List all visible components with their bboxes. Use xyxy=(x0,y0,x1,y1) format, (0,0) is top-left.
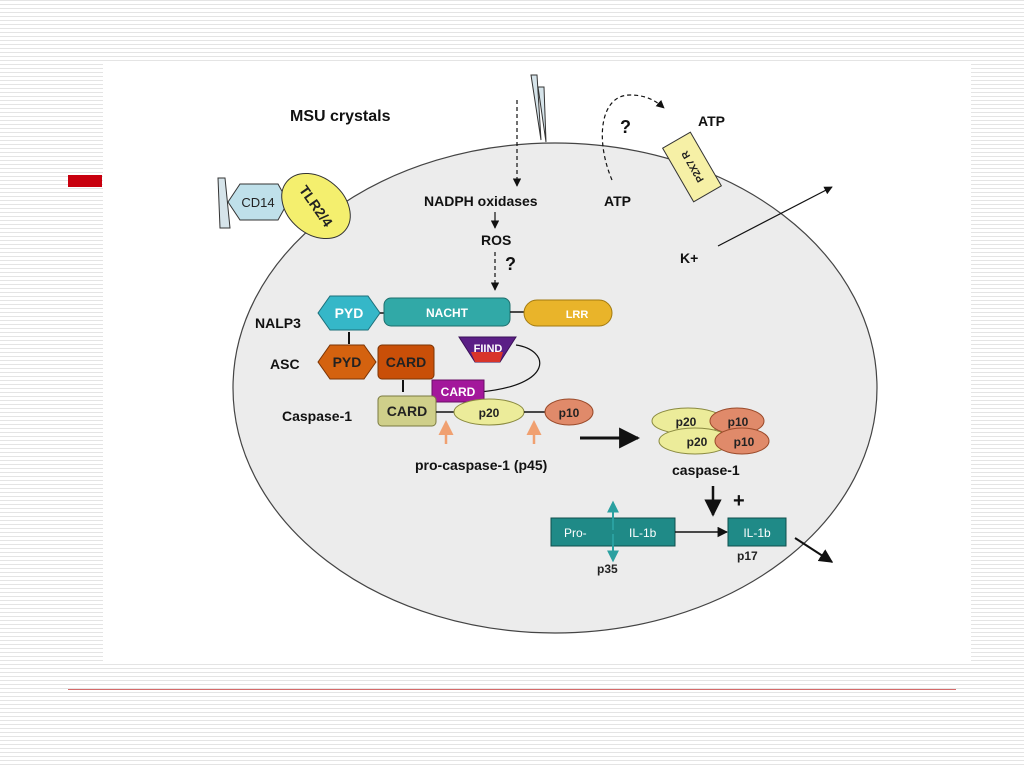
nalp3-card-label: CARD xyxy=(441,385,476,399)
tlr-receptor xyxy=(281,172,351,240)
mature-il1b-protein xyxy=(727,517,787,547)
p2x7-receptor: P2X7 R xyxy=(661,131,723,203)
asc-card-label: CARD xyxy=(386,354,426,370)
il1b-secretion-arrow xyxy=(794,537,834,563)
caspase-card-label: CARD xyxy=(387,403,427,419)
plus-sign: + xyxy=(733,490,745,512)
nalp3-lrr-label: LRR xyxy=(566,309,589,321)
msu-crystal-shard-icon xyxy=(530,74,547,143)
pro-il1b-pro-label: Pro- xyxy=(564,526,587,540)
p35-label: p35 xyxy=(597,562,618,576)
active-p20-top-label: p20 xyxy=(676,415,697,429)
fiind-label: FIIND xyxy=(474,343,503,355)
nalp3-label: NALP3 xyxy=(255,315,301,331)
msu-crystals-title: MSU crystals xyxy=(290,108,391,125)
red-bullet-marker xyxy=(68,175,102,187)
cd14-label: CD14 xyxy=(241,195,274,210)
atp-inside-label: ATP xyxy=(604,193,631,209)
atp-outside-label: ATP xyxy=(698,113,725,129)
active-caspase-label: caspase-1 xyxy=(672,462,740,478)
asc-label: ASC xyxy=(270,356,300,372)
active-p10-bottom xyxy=(714,427,770,455)
nalp3-pyd-label: PYD xyxy=(335,305,364,321)
active-p10-bottom-label: p10 xyxy=(734,435,755,449)
pro-caspase-label: pro-caspase-1 (p45) xyxy=(415,457,547,473)
nalp3-lrr-domain xyxy=(523,299,613,327)
pro-il1b-il-label: IL-1b xyxy=(629,526,657,540)
k-ion-label: K+ xyxy=(680,250,698,266)
nadph-label: NADPH oxidases xyxy=(424,193,538,209)
caspase-p20-label: p20 xyxy=(479,406,500,420)
caspase-card-domain xyxy=(377,395,437,427)
active-caspase-tetramer: p20 p10 p20 p10 xyxy=(651,407,770,455)
caspase-p10-subunit xyxy=(544,398,594,426)
asc-pyd-domain xyxy=(317,344,377,380)
p17-label: p17 xyxy=(737,549,758,563)
caspase-label: Caspase-1 xyxy=(282,408,352,424)
nalp3-card-domain xyxy=(431,379,485,403)
mature-il1b-label: IL-1b xyxy=(743,526,771,540)
active-p10-top-label: p10 xyxy=(728,415,749,429)
asc-pyd-label: PYD xyxy=(333,354,362,370)
caspase-p10-label: p10 xyxy=(559,406,580,420)
nalp3-nacht-label: NACHT xyxy=(426,306,469,320)
ros-question-mark: ? xyxy=(505,254,516,274)
ros-label: ROS xyxy=(481,232,511,248)
active-p20-bottom-label: p20 xyxy=(687,435,708,449)
atp-question-mark: ? xyxy=(620,117,631,137)
msu-crystal-shard-left-icon xyxy=(217,177,231,229)
asc-card-domain xyxy=(377,344,435,380)
bottom-divider xyxy=(68,689,956,690)
fiind-card-linker xyxy=(479,344,541,393)
fiind-red-core xyxy=(471,352,503,362)
k-efflux-arrow xyxy=(717,186,833,247)
